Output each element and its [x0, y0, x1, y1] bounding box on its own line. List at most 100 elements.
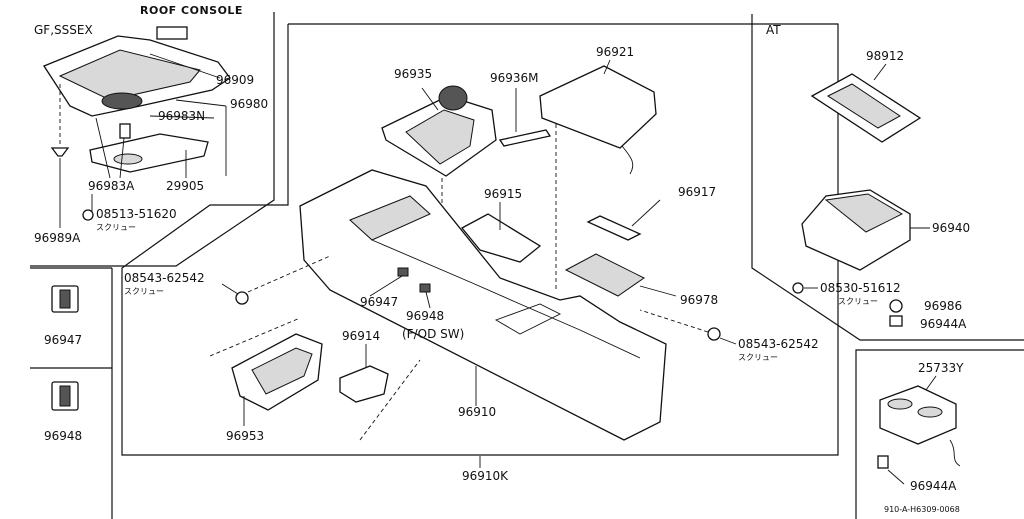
- roof-console-screw-head: [50, 147, 70, 157]
- leader-96978: [639, 285, 677, 297]
- label-98912: 98912: [866, 49, 904, 63]
- label-96921: 96921: [596, 45, 634, 59]
- label-diagram-code: 910-A-H6309-0068: [884, 505, 960, 514]
- pocket-96953-opening: [251, 347, 313, 395]
- guide-08543-right: [639, 309, 709, 333]
- indicator-96940-panel: [824, 193, 904, 233]
- label-96986: 96986: [924, 299, 962, 313]
- bezel-98912-window: [826, 83, 901, 129]
- label-96953: 96953: [226, 429, 264, 443]
- label-96914: 96914: [342, 329, 380, 343]
- leader-08543-right: [719, 337, 737, 345]
- label-roof-console: ROOF CONSOLE: [140, 4, 243, 17]
- label-96936M: 96936M: [490, 71, 539, 85]
- screw-08543-right: [707, 327, 721, 341]
- leader-96948-center: [425, 291, 431, 309]
- label-96910: 96910: [458, 405, 496, 419]
- label-96980: 96980: [230, 97, 268, 111]
- label-96947-center: 96947: [360, 295, 398, 309]
- label-96989A: 96989A: [34, 231, 81, 245]
- leader-96983N: [149, 115, 215, 119]
- labels: ROOF CONSOLE GF,SSSEX AT 96909 96980 969…: [34, 4, 970, 514]
- leader-96909: [149, 53, 221, 79]
- console-body-96910: [299, 169, 667, 441]
- label-at: AT: [766, 23, 781, 37]
- label-08543-62542-left: 08543-62542: [124, 271, 205, 285]
- cup-holder-cable: [949, 439, 961, 467]
- left-column-drawings: [51, 285, 79, 411]
- console-body-ridge: [371, 239, 641, 359]
- shift-knob: [438, 85, 468, 111]
- switch-96947-left-face: [59, 289, 71, 309]
- trim-strip-96936M: [498, 129, 552, 147]
- leader-96917: [631, 199, 661, 227]
- cup-holder-frame: [855, 349, 1024, 519]
- mat-96978: [564, 253, 645, 297]
- roof-console-clip: [156, 26, 188, 40]
- label-gf-ssex: GF,SSSEX: [34, 23, 93, 37]
- roof-console-lamp: [101, 92, 143, 110]
- leader-25733Y: [925, 375, 937, 391]
- roof-console-lens-window: [113, 153, 143, 165]
- label-96944A-top: 96944A: [920, 317, 967, 331]
- bulb-96986: [889, 299, 903, 313]
- leader-96935: [421, 87, 439, 111]
- label-screw-4: スクリュー: [838, 297, 878, 306]
- leader-96947-center: [369, 275, 403, 297]
- label-96983N: 96983N: [158, 109, 205, 123]
- roof-console-drawing: [43, 26, 231, 228]
- console-switch-96948: [419, 283, 431, 293]
- main-console-drawing: [209, 59, 737, 468]
- label-29905: 29905: [166, 179, 204, 193]
- guide-96914: [359, 359, 421, 441]
- leader-96983A-right: [119, 137, 125, 179]
- label-08513-51620: 08513-51620: [96, 207, 177, 221]
- roof-console-recess: [58, 49, 201, 101]
- label-screw-1: スクリュー: [96, 223, 136, 232]
- cup-holder-25733Y: [879, 385, 957, 445]
- at-section-drawing: [792, 63, 930, 327]
- tray-96915: [460, 213, 542, 263]
- label-96917: 96917: [678, 185, 716, 199]
- label-96948-left: 96948: [44, 429, 82, 443]
- label-96978: 96978: [680, 293, 718, 307]
- armrest-cable: [621, 145, 634, 175]
- label-96947-left: 96947: [44, 333, 82, 347]
- leader-96980: [175, 99, 227, 107]
- leader-08543-left: [221, 283, 239, 295]
- cup-holder-left-opening: [887, 398, 913, 410]
- label-96909: 96909: [216, 73, 254, 87]
- armrest-lid-96921: [539, 65, 657, 149]
- socket-96944A-bottom: [877, 455, 889, 469]
- label-96983A: 96983A: [88, 179, 135, 193]
- console-front-pocket: [349, 195, 431, 241]
- console-switch-96947: [397, 267, 409, 277]
- pad-96917: [586, 215, 642, 241]
- label-25733Y: 25733Y: [918, 361, 964, 375]
- leader-96983A-left: [95, 117, 111, 179]
- roof-console-screw-08513: [82, 209, 94, 221]
- cup-holder-right-opening: [917, 406, 943, 418]
- screw-08530: [792, 282, 804, 294]
- leader-96944A-bottom: [887, 469, 905, 485]
- guide-96953: [209, 317, 301, 357]
- label-08530-51612: 08530-51612: [820, 281, 901, 295]
- shift-boot-bellows: [405, 109, 475, 165]
- console-shift-opening: [494, 303, 562, 335]
- at-section-frame: [751, 14, 1024, 341]
- label-f-od-sw: (F/OD SW): [402, 327, 464, 341]
- label-screw-2: スクリュー: [124, 287, 164, 296]
- label-96940: 96940: [932, 221, 970, 235]
- roof-console-bulb-96983A: [119, 123, 131, 139]
- roof-console-frame: [30, 12, 275, 267]
- label-08543-62542-right: 08543-62542: [738, 337, 819, 351]
- guide-08543-left: [247, 255, 331, 293]
- label-96910K: 96910K: [462, 469, 509, 483]
- screw-08543-left: [235, 291, 249, 305]
- label-96935: 96935: [394, 67, 432, 81]
- leader-98912: [873, 63, 887, 81]
- label-screw-3: スクリュー: [738, 353, 778, 362]
- leader-96921: [603, 59, 611, 75]
- ashtray-96914: [339, 365, 389, 403]
